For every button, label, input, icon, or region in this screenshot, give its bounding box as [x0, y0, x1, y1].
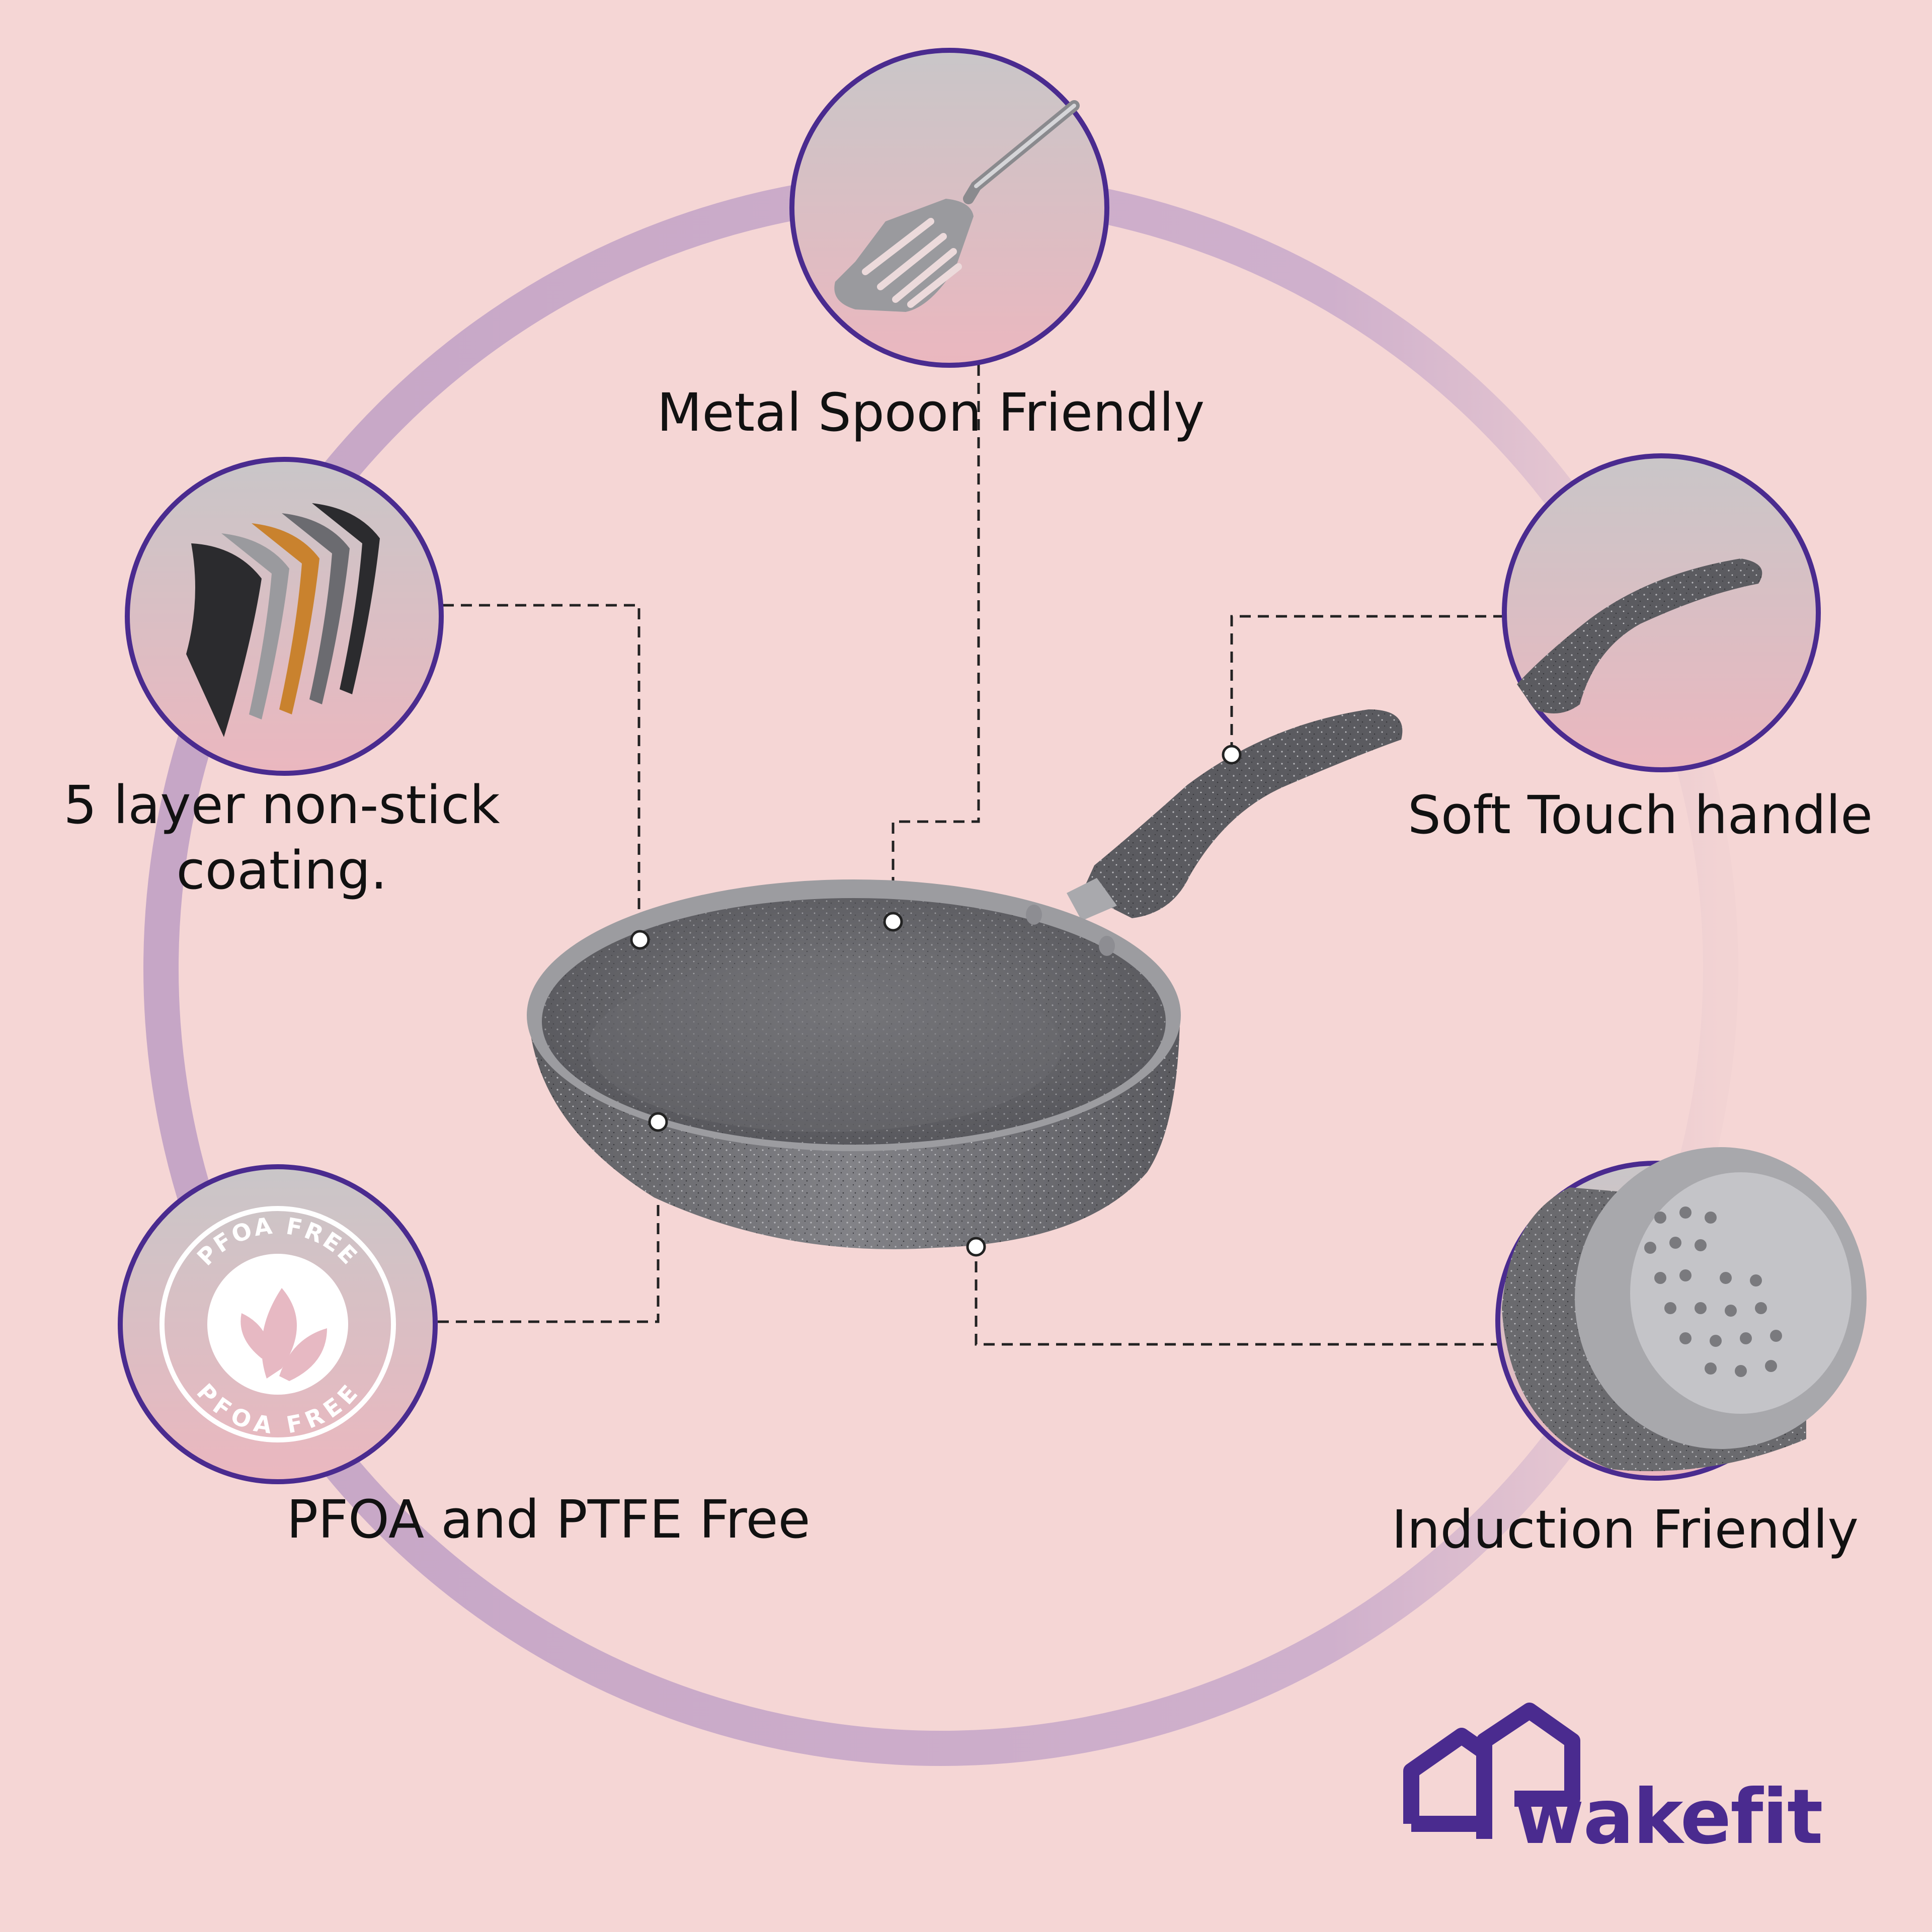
house-logo-icon — [1403, 1703, 1580, 1839]
label-five-layer-coating: 5 layer non-stick coating. — [30, 772, 533, 903]
dot-handle — [1222, 745, 1242, 765]
rivet — [1026, 905, 1042, 925]
handle-icon — [1517, 558, 1762, 713]
bubble-induction — [1495, 1147, 1867, 1481]
label-layer-line1: 5 layer non-stick — [63, 774, 500, 836]
spatula-icon — [834, 100, 1080, 312]
dot-metal-spoon — [883, 912, 903, 932]
handle-bracket — [1067, 878, 1117, 921]
dot-induction — [966, 1237, 986, 1257]
bubble-metal-spoon — [789, 48, 1109, 368]
leaf-badge-icon — [159, 1206, 396, 1442]
connector-layer — [443, 604, 640, 940]
bubble-handle — [1502, 453, 1821, 772]
label-layer-line2: coating. — [176, 840, 387, 901]
layers-icon — [186, 503, 380, 737]
frying-pan — [527, 709, 1403, 1249]
label-pfoa-ptfe-free: PFOA and PTFE Free — [286, 1489, 811, 1550]
label-induction-friendly: Induction Friendly — [1391, 1499, 1859, 1560]
bubble-layers — [125, 457, 444, 776]
pointer-dots — [630, 745, 1242, 1257]
dot-layer — [630, 930, 650, 950]
brand-wordmark: wakefit — [1514, 1774, 1823, 1861]
connector-induction — [975, 1248, 1502, 1346]
label-metal-spoon-friendly: Metal Spoon Friendly — [657, 382, 1205, 443]
dot-pfoa — [648, 1112, 668, 1132]
connector-handle — [1230, 615, 1504, 755]
bubble-pfoa — [118, 1164, 438, 1484]
induction-base-icon — [1502, 1147, 1867, 1471]
rivet — [1099, 936, 1115, 956]
label-soft-touch-handle: Soft Touch handle — [1407, 784, 1873, 846]
connector-metal-spoon — [892, 365, 980, 921]
